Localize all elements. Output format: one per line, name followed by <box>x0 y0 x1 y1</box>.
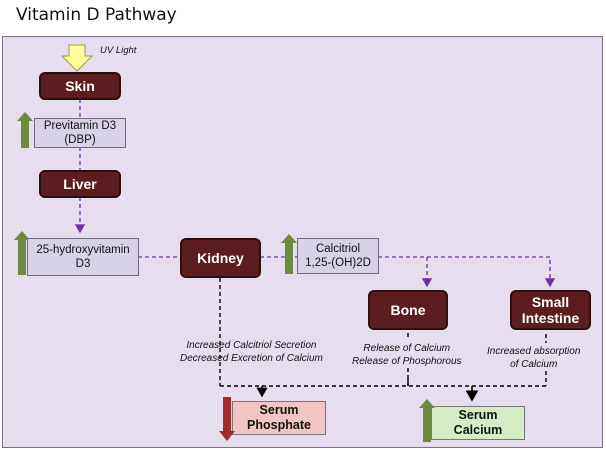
bone-note-line-2: Release of Phosphorous <box>352 355 462 367</box>
liver-node: Liver <box>39 170 121 198</box>
calcitriol-line-1: Calcitriol <box>315 243 361 255</box>
increase-arrow-icon <box>14 231 30 275</box>
previtamin-line-2: (DBP) <box>64 134 96 146</box>
previtamin-line-1: Previtamin D3 <box>43 120 117 132</box>
hydroxy-line-1: 25-hydroxyvitamin <box>36 244 130 256</box>
page-title: Vitamin D Pathway <box>16 5 177 25</box>
small-intestine-node: Small Intestine <box>510 290 591 330</box>
uv-arrow-icon <box>60 44 94 72</box>
calcium-line-2: Calcium <box>453 423 503 437</box>
calcitriol-box: Calcitriol 1,25-(OH)2D <box>297 238 379 274</box>
hydroxy-line-2: D3 <box>75 258 91 270</box>
intestine-note-line-2: of Calcium <box>510 358 558 370</box>
previtamin-box: Previtamin D3 (DBP) <box>34 118 126 148</box>
kidney-note-line-2: Decreased Excretion of Calcium <box>180 352 323 364</box>
increase-arrow-icon <box>17 112 33 148</box>
kidney-note: Increased Calcitriol Secretion Decreased… <box>180 340 323 365</box>
phosphate-line-1: Serum <box>259 403 299 417</box>
uv-light-label: UV Light <box>100 45 137 56</box>
skin-node: Skin <box>39 72 121 100</box>
bone-note: Release of Calcium Release of Phosphorou… <box>352 343 462 368</box>
increase-arrow-icon <box>281 234 297 274</box>
calcium-line-1: Serum <box>458 408 498 422</box>
kidney-node: Kidney <box>180 238 261 278</box>
increase-arrow-icon <box>419 399 435 442</box>
intestine-note-line-1: Increased absorption <box>487 346 581 357</box>
phosphate-line-2: Phosphate <box>247 418 311 432</box>
bone-note-line-1: Release of Calcium <box>363 343 451 354</box>
intestine-note: Increased absorption of Calcium <box>487 346 580 371</box>
calcitriol-to-intestine-arrow <box>378 256 556 288</box>
bone-node: Bone <box>368 290 448 330</box>
kidney-note-line-1: Increased Calcitriol Secretion <box>186 340 317 351</box>
calcitriol-line-2: 1,25-(OH)2D <box>305 257 371 269</box>
decrease-arrow-icon <box>219 397 235 441</box>
